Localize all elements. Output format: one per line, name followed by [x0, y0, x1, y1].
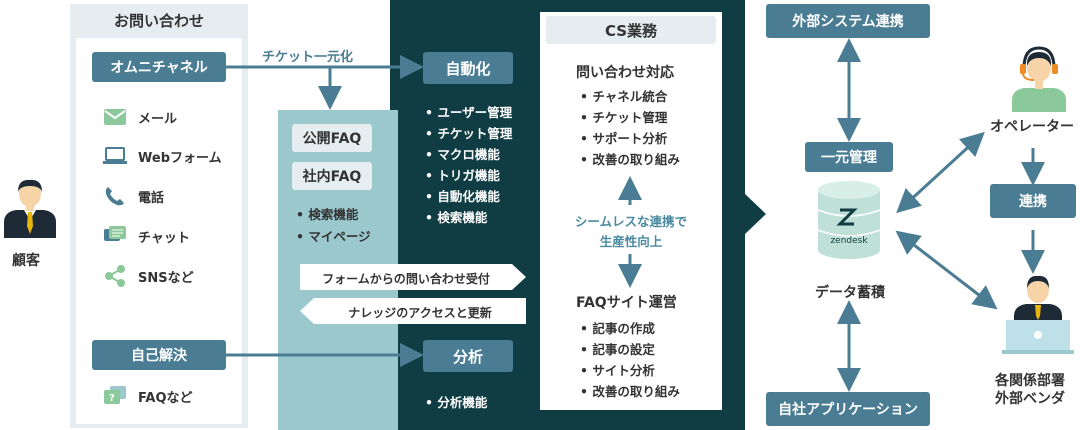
faq-site-item: 改善の取り組み [580, 381, 680, 402]
own-application-label: 自社アプリケーション [766, 392, 930, 426]
faq-site-item: サイト分析 [580, 360, 680, 381]
faq-features-list: 検索機能 マイページ [296, 204, 371, 248]
analysis-features-list: 分析機能 [425, 392, 487, 413]
laptop-logo-icon [1034, 331, 1042, 339]
data-storage-label: データ蓄積 [815, 285, 885, 301]
vendor-icon [1002, 275, 1074, 354]
automation-feature: 自動化機能 [425, 186, 512, 207]
channel-label: 電話 [138, 190, 165, 206]
faq-site-item: 記事の作成 [580, 318, 680, 339]
automation-feature: ユーザー管理 [425, 102, 512, 123]
operator-icon [1012, 46, 1066, 112]
seamless-line-1: シームレスな連携で [574, 214, 688, 229]
vendor-figure [1000, 272, 1076, 356]
channel-mail: メール [102, 106, 177, 128]
banner-form-intake: フォームからの問い合わせ受付 [322, 272, 490, 286]
share-icon [102, 265, 128, 287]
unified-management-label: 一元管理 [805, 142, 893, 172]
public-faq-label: 公開FAQ [292, 124, 372, 152]
ticket-unify-label: チケット一元化 [262, 50, 354, 65]
zendesk-label: zendesk [830, 236, 868, 246]
channel-label: SNSなど [138, 270, 194, 286]
channel-label: チャット [138, 230, 190, 246]
inquiry-handling-item: チケット管理 [580, 107, 680, 128]
chat-icon [102, 225, 128, 247]
faq-site-item: 記事の設定 [580, 339, 680, 360]
faq-item: ? FAQなど [102, 385, 193, 407]
customer-figure [0, 178, 60, 238]
analysis-feature: 分析機能 [425, 392, 487, 413]
customer-label: 顧客 [12, 253, 40, 269]
inquiry-handling-title: 問い合わせ対応 [576, 65, 674, 81]
inquiry-handling-list: チャネル統合 チケット管理 サポート分析 改善の取り組み [580, 86, 680, 170]
seamless-line-2: 生産性向上 [599, 234, 663, 249]
omnichannel-label: オムニチャネル [92, 52, 226, 82]
automation-label: 自動化 [423, 52, 513, 84]
faq-site-list: 記事の作成 記事の設定 サイト分析 改善の取り組み [580, 318, 680, 402]
zendesk-logo-icon [836, 208, 858, 226]
vendor-label-line-2: 外部ベンダ [995, 391, 1065, 407]
database-icon [817, 181, 881, 259]
faq-item-label: FAQなど [138, 390, 193, 406]
operator-label: オペレーター [990, 119, 1074, 135]
channel-label: メール [138, 111, 178, 127]
headset-icon [1022, 46, 1056, 69]
zendesk-database [816, 180, 882, 260]
banner-knowledge: ナレッジのアクセスと更新 [348, 306, 492, 320]
channel-sns: SNSなど [102, 265, 194, 287]
phone-icon [102, 185, 128, 207]
customer-icon [4, 179, 56, 238]
faq-feature: 検索機能 [296, 204, 371, 226]
mail-icon [102, 106, 128, 128]
inquiry-title: お問い合わせ [113, 12, 204, 30]
faq-feature: マイページ [296, 226, 370, 248]
link-label: 連携 [990, 184, 1076, 218]
operator-figure [1004, 44, 1074, 112]
faq-site-title: FAQサイト運営 [576, 295, 677, 311]
vendor-label-line-1: 各関係部署 [995, 373, 1065, 389]
faq-icon: ? [102, 385, 128, 407]
internal-faq-label: 社内FAQ [292, 162, 372, 190]
inquiry-handling-item: チャネル統合 [580, 86, 680, 107]
automation-feature: トリガ機能 [425, 165, 512, 186]
self-solve-label: 自己解決 [92, 340, 226, 370]
vendor-label: 各関係部署 外部ベンダ [980, 372, 1080, 408]
laptop-icon [102, 145, 128, 167]
channel-webform: Webフォーム [102, 145, 222, 167]
automation-feature: チケット管理 [425, 123, 512, 144]
channel-phone: 電話 [102, 185, 164, 207]
channel-label: Webフォーム [138, 150, 222, 166]
cs-work-title: CS業務 [546, 16, 716, 44]
seamless-text: シームレスな連携で 生産性向上 [546, 212, 716, 252]
automation-feature: マクロ機能 [425, 144, 512, 165]
external-system-label: 外部システム連携 [766, 4, 930, 38]
inquiry-handling-item: サポート分析 [580, 128, 680, 149]
channel-chat: チャット [102, 225, 190, 247]
automation-features-list: ユーザー管理 チケット管理 マクロ機能 トリガ機能 自動化機能 検索機能 [425, 102, 512, 228]
analysis-label: 分析 [423, 340, 513, 372]
svg-text:?: ? [109, 393, 115, 404]
inquiry-handling-item: 改善の取り組み [580, 149, 680, 170]
automation-feature: 検索機能 [425, 207, 512, 228]
